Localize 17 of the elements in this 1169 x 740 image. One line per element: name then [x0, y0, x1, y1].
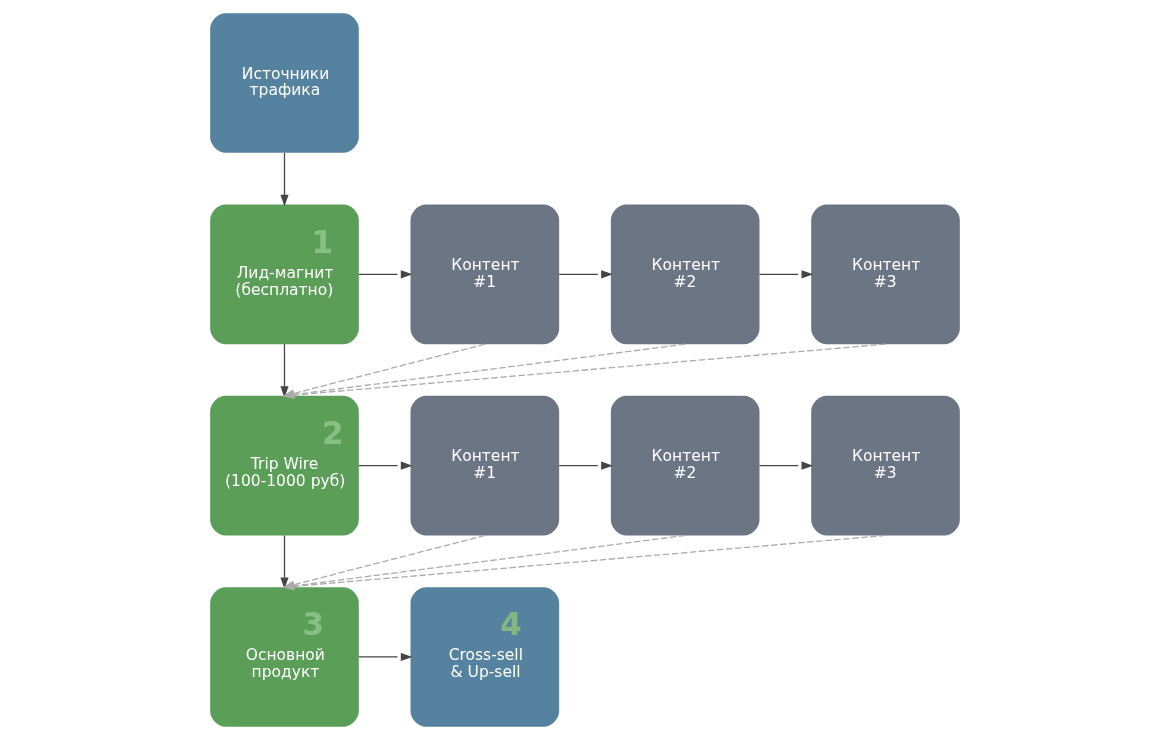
- arrow: [279, 343, 289, 398]
- arrow: [357, 461, 412, 470]
- node-box: Контент #2: [610, 395, 759, 536]
- arrow: [758, 461, 813, 470]
- arrow: [558, 270, 613, 279]
- node-box: Контент #3: [810, 395, 960, 536]
- node-box: Контент #3: [810, 204, 960, 345]
- arrow: [357, 652, 412, 661]
- node-box: Контент #2: [610, 204, 759, 345]
- arrow: [758, 270, 813, 279]
- arrow: [279, 534, 289, 590]
- node-box: Источники трафика: [209, 13, 359, 153]
- node-box: Контент #1: [410, 204, 559, 345]
- node-box: Контент #1: [410, 395, 559, 536]
- arrow: [279, 152, 289, 207]
- arrow: [558, 461, 613, 470]
- arrow: [357, 270, 412, 279]
